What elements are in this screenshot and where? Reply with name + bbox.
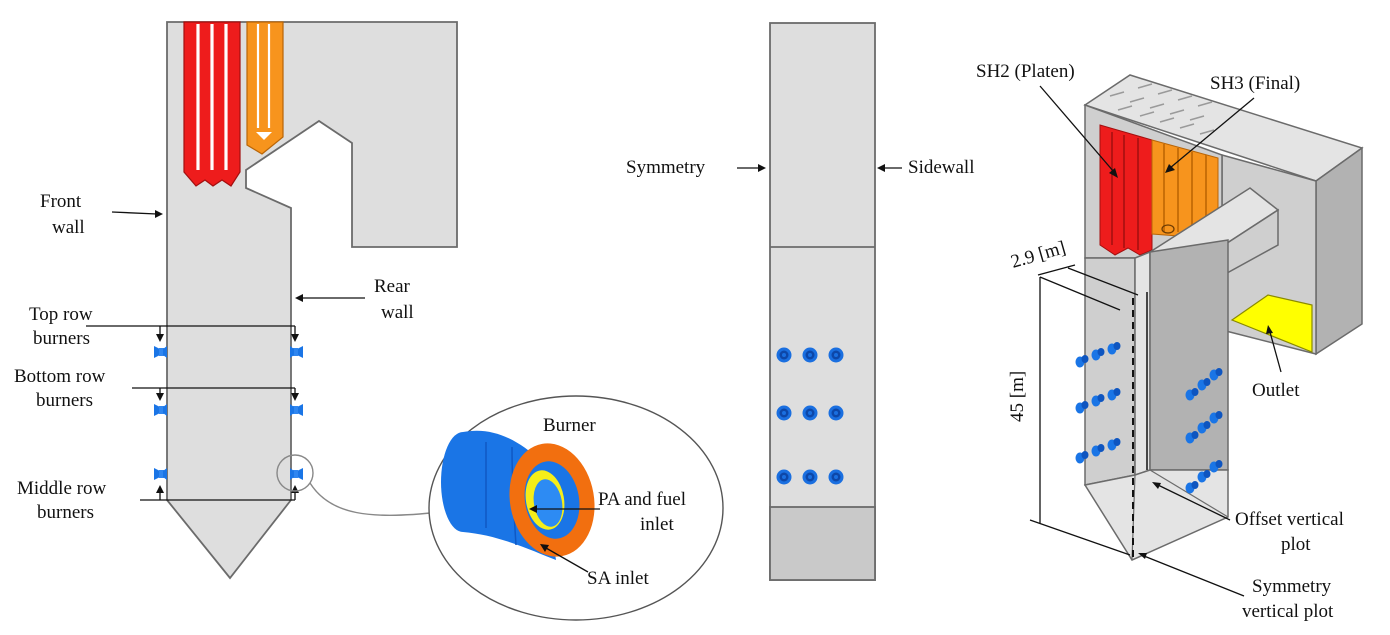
zoom-circle — [276, 454, 314, 492]
sh2-platen-2d — [183, 21, 241, 187]
boiler-3d-view: 2.9 [m] 45 [m] SH2 (Platen) SH3 (Final) … — [976, 61, 1364, 622]
burners-rear-wall — [290, 346, 303, 480]
back-block-side — [1315, 146, 1363, 356]
hopper-section — [769, 506, 876, 581]
boiler-front-view: Symmetry Sidewall — [626, 22, 975, 581]
sidewall-label: Sidewall — [908, 157, 975, 178]
burners-front-wall — [154, 346, 167, 480]
sh2-platen-3d — [1099, 124, 1153, 256]
pa-fuel-inlet-label: PA and fuel inlet — [598, 489, 691, 535]
symmetry-label: Symmetry — [626, 157, 706, 178]
sh3-label: SH3 (Final) — [1210, 73, 1300, 94]
burner-inset-title: Burner — [543, 415, 596, 436]
symmetry-vertical-plot-label: Symmetry vertical plot — [1242, 576, 1336, 622]
outlet-face — [1230, 294, 1313, 353]
bottom-row-burners-label: Bottom row burners — [14, 366, 110, 411]
front-wall-label: Front wall — [40, 191, 86, 238]
sa-inlet-label: SA inlet — [587, 568, 649, 589]
top-row-burners-label: Top row burners — [29, 304, 97, 349]
height-dimension-label: 45 [m] — [1007, 371, 1028, 422]
offset-vertical-plot-label: Offset vertical plot — [1235, 509, 1349, 555]
burner-inset: Burner PA and fuel inlet SA inlet — [428, 395, 724, 621]
middle-row-burners-label: Middle row burners — [17, 478, 111, 523]
sh3-final-2d — [246, 21, 284, 155]
boiler-side-view: Front wall Rear wall Top row burners Bot… — [14, 21, 458, 580]
front-view-outline — [769, 22, 876, 581]
sh2-label: SH2 (Platen) — [976, 61, 1075, 82]
rear-wall-label: Rear wall — [374, 276, 415, 323]
outlet-label: Outlet — [1252, 380, 1300, 401]
width-dimension-label: 2.9 [m] — [1009, 237, 1069, 273]
